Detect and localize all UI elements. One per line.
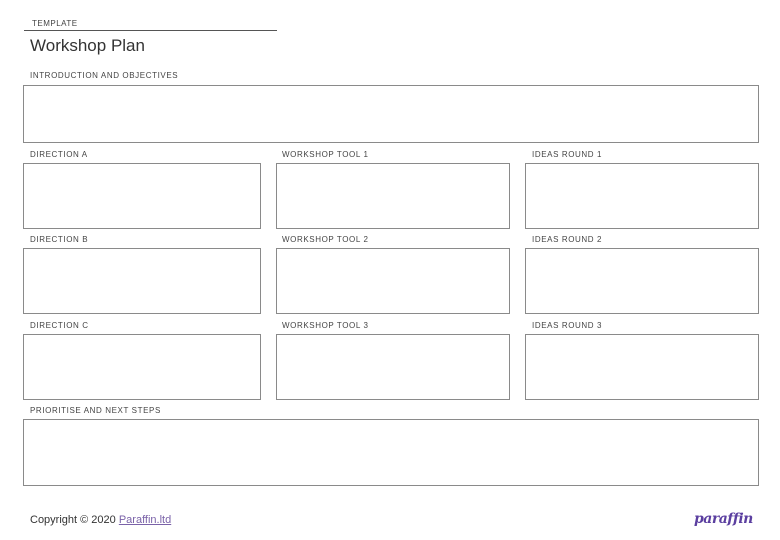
direction-a-box[interactable] (23, 163, 261, 229)
ideas-round-3-box[interactable] (525, 334, 759, 400)
eyebrow-divider (24, 30, 277, 31)
ideas-round-1-box[interactable] (525, 163, 759, 229)
workshop-tool-3-box[interactable] (276, 334, 510, 400)
template-eyebrow: TEMPLATE (32, 19, 78, 28)
ideas-round-2-box[interactable] (525, 248, 759, 314)
intro-box[interactable] (23, 85, 759, 143)
prioritise-box[interactable] (23, 419, 759, 486)
workshop-tool-2-box[interactable] (276, 248, 510, 314)
direction-c-box[interactable] (23, 334, 261, 400)
direction-b-box[interactable] (23, 248, 261, 314)
workshop-tool-2-label: WORKSHOP TOOL 2 (282, 235, 369, 244)
intro-label: INTRODUCTION AND OBJECTIVES (30, 71, 179, 80)
page-title: Workshop Plan (30, 36, 145, 55)
paraffin-logo: paraffin (694, 511, 753, 527)
prioritise-label: PRIORITISE AND NEXT STEPS (30, 406, 161, 415)
direction-c-label: DIRECTION C (30, 321, 89, 330)
direction-a-label: DIRECTION A (30, 150, 88, 159)
ideas-round-2-label: IDEAS ROUND 2 (532, 235, 603, 244)
paraffin-link[interactable]: Paraffin.ltd (118, 514, 172, 526)
ideas-round-1-label: IDEAS ROUND 1 (532, 150, 603, 159)
workshop-tool-1-label: WORKSHOP TOOL 1 (282, 150, 369, 159)
workshop-tool-1-box[interactable] (276, 163, 510, 229)
copyright-label: Copyright © 2020 (30, 514, 119, 526)
direction-b-label: DIRECTION B (30, 235, 89, 244)
workshop-tool-3-label: WORKSHOP TOOL 3 (282, 321, 369, 330)
copyright-text: Copyright © 2020 Paraffin.ltd (30, 514, 171, 526)
ideas-round-3-label: IDEAS ROUND 3 (532, 321, 603, 330)
